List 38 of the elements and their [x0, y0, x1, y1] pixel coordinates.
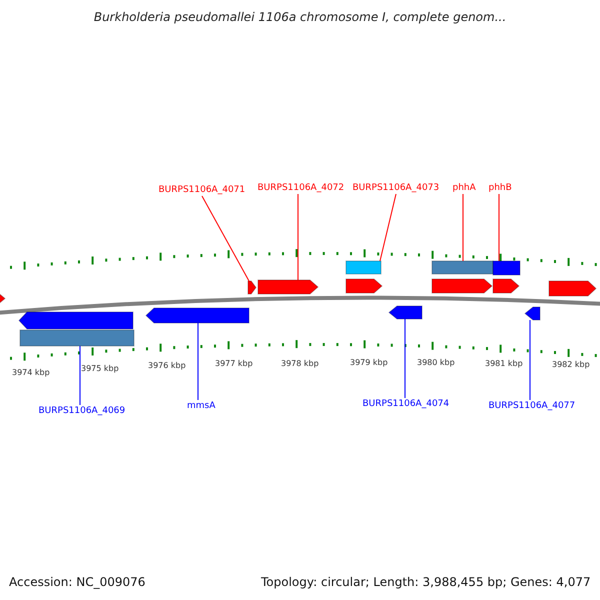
leader-line	[202, 196, 250, 282]
gene-feature	[346, 260, 382, 274]
title: Burkholderia pseudomallei 1106a chromosome I, complete genom...	[92, 10, 508, 24]
gene-label: BURPS1106A_4073	[352, 183, 440, 193]
gene-label: BURPS1106A_4069	[38, 406, 126, 416]
gene-feature	[388, 306, 422, 320]
scale-label: 3976 kbp	[148, 361, 186, 370]
gene-label: BURPS1106A_4071	[158, 185, 246, 195]
scale-label: 3979 kbp	[350, 358, 388, 367]
gene-feature	[524, 306, 540, 320]
gene-label: BURPS1106A_4074	[362, 399, 450, 409]
gene-label: phhA	[452, 183, 476, 193]
scale-label: 3981 kbp	[485, 359, 523, 368]
gene-feature	[548, 280, 597, 296]
gene-label: phhB	[488, 183, 512, 193]
gene-feature	[18, 312, 134, 330]
scale-label: 3982 kbp	[552, 360, 590, 369]
gene-feature	[492, 260, 520, 276]
gene-feature	[432, 260, 494, 274]
gene-feature	[145, 308, 250, 324]
scale-label: 3977 kbp	[215, 359, 253, 368]
gene-feature	[20, 330, 134, 346]
leader-line	[404, 318, 406, 398]
gene-feature	[346, 278, 383, 294]
scale-label: 3980 kbp	[417, 358, 455, 367]
scale-label: 3978 kbp	[281, 359, 319, 368]
gene-feature	[492, 278, 520, 294]
leader-line	[498, 194, 500, 262]
scale-label: 3975 kbp	[81, 364, 119, 373]
leader-line	[462, 194, 464, 262]
gene-label: BURPS1106A_4077	[488, 401, 576, 411]
genome-info-text: Topology: circular; Length: 3,988,455 bp; Genes: 4,077	[261, 575, 591, 589]
gene-label: BURPS1106A_4072	[258, 183, 344, 193]
scale-label: 3974 kbp	[12, 368, 50, 377]
leader-line	[380, 194, 396, 262]
gene-feature	[0, 292, 6, 306]
accession-text: Accession: NC_009076	[9, 575, 146, 589]
gene-label: mmsA	[187, 401, 216, 411]
